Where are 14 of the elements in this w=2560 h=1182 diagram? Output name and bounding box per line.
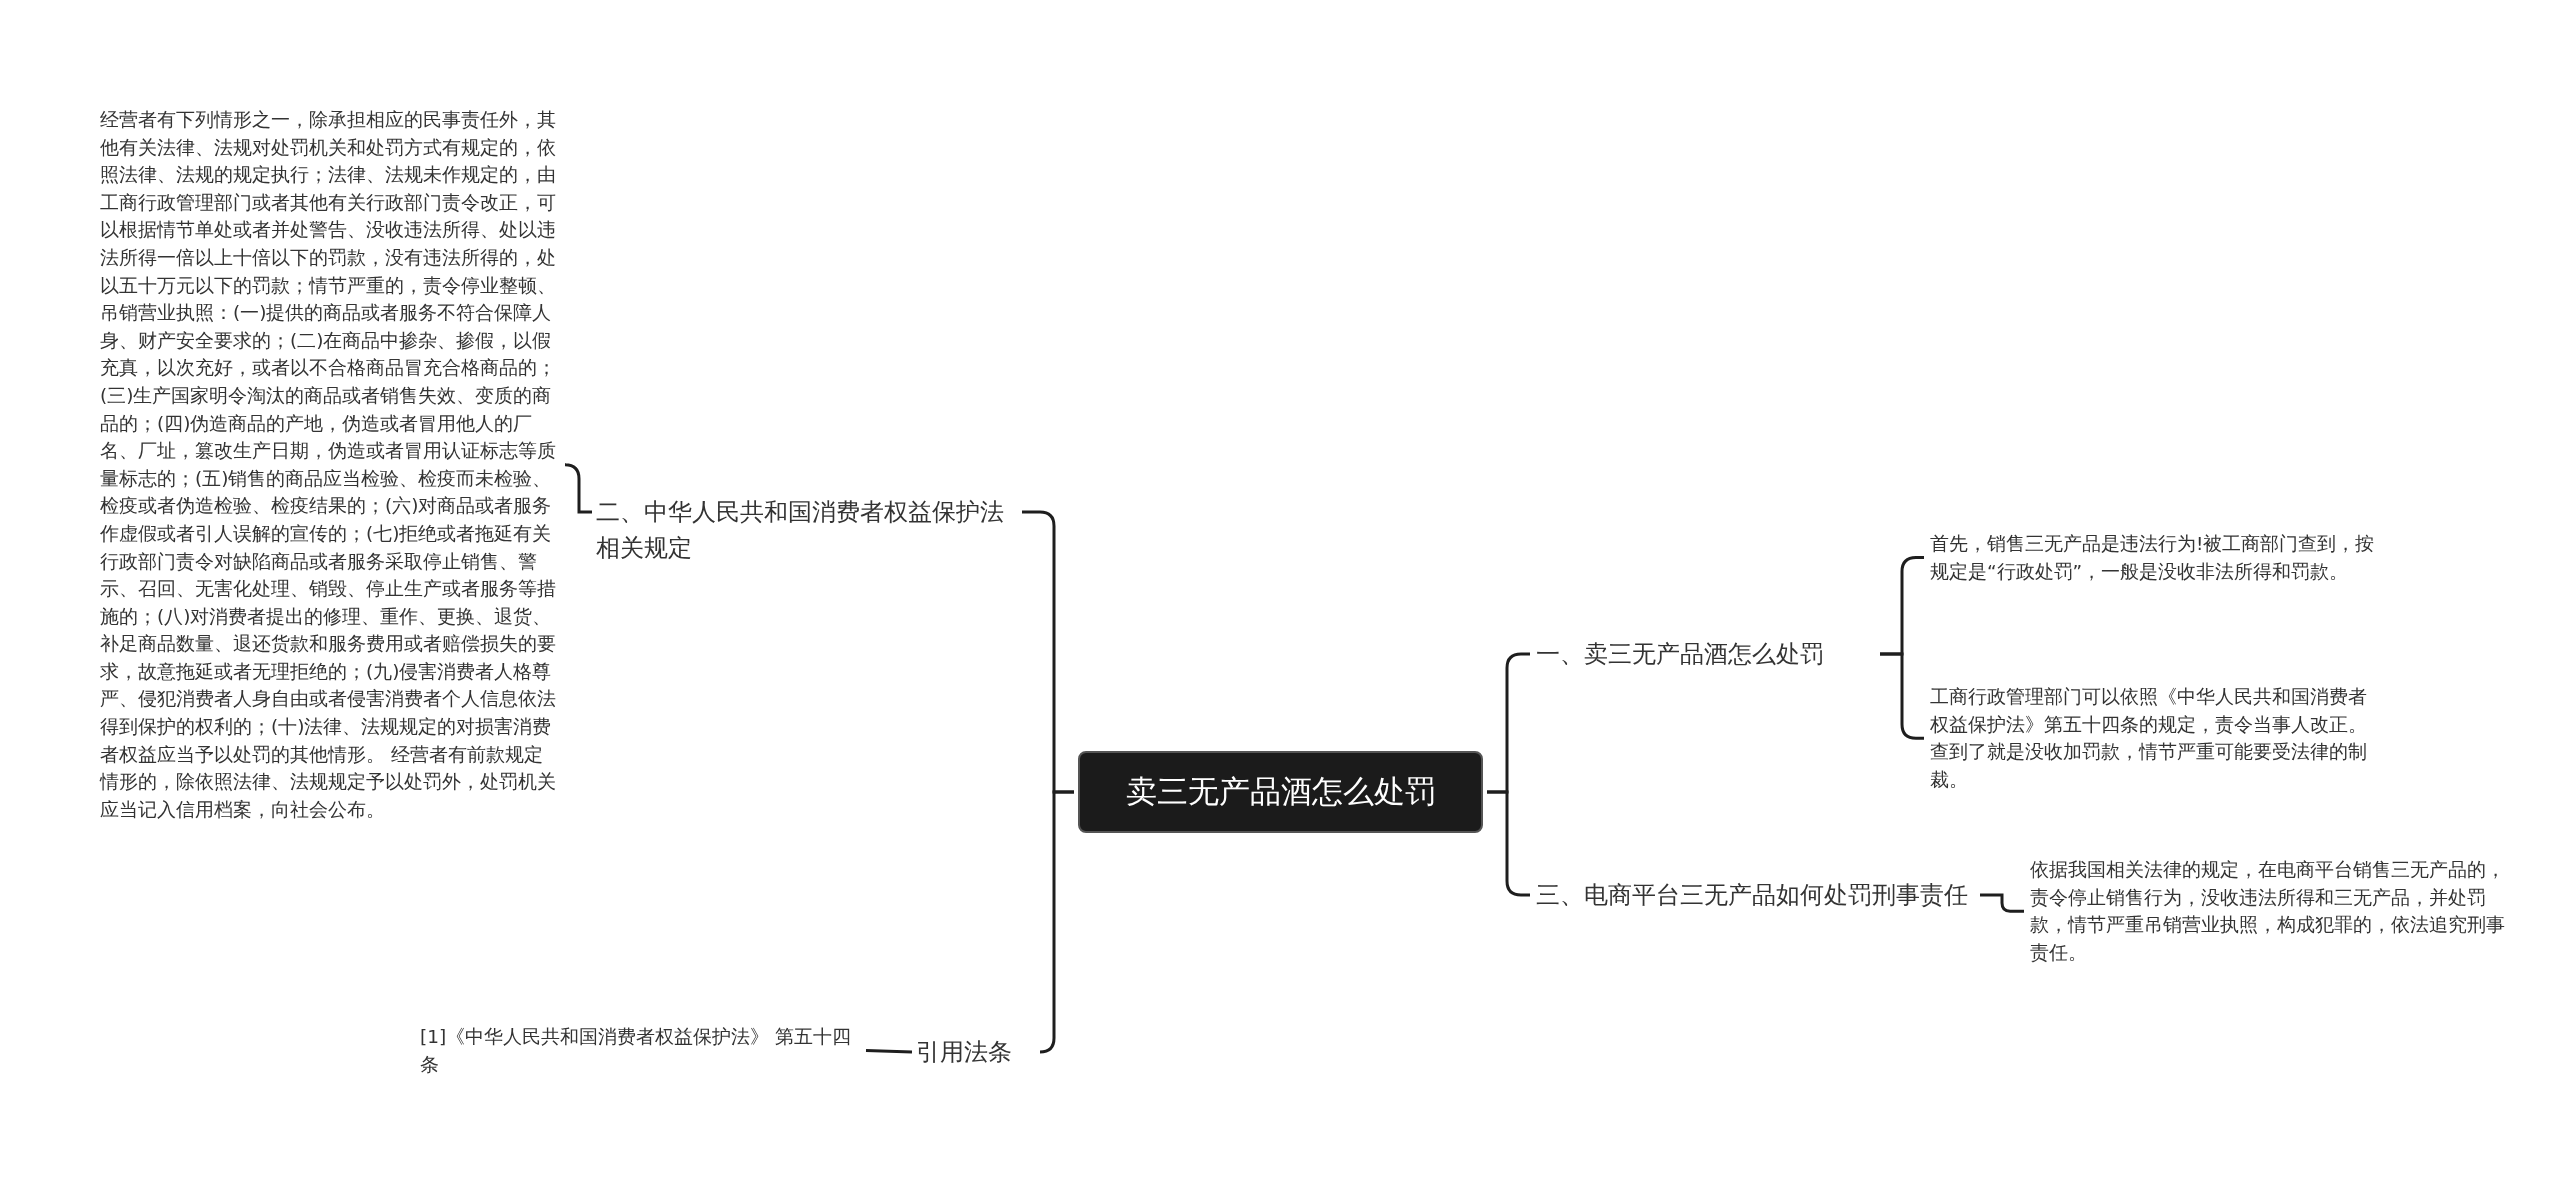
branch-topic: 一、卖三无产品酒怎么处罚 xyxy=(1536,636,1876,672)
root-topic-box: 卖三无产品酒怎么处罚 xyxy=(1078,751,1483,833)
connector-line xyxy=(563,463,592,514)
branch-topic: 二、中华人民共和国消费者权益保护法相关规定 xyxy=(596,494,1016,566)
leaf-note: 首先，销售三无产品是违法行为!被工商部门查到，按规定是“行政处罚”，一般是没收非法所得和罚款。 xyxy=(1930,530,2375,586)
connector-line xyxy=(1038,790,1074,1054)
leaf-note: 工商行政管理部门可以依照《中华人民共和国消费者权益保护法》第五十四条的规定，责令当事人改正。查到了就是没收加罚款，情节严重可能要受法律的制裁。 xyxy=(1930,683,2375,794)
connector-line xyxy=(865,1049,913,1054)
connector-line xyxy=(1980,893,2024,913)
leaf-note: 经营者有下列情形之一，除承担相应的民事责任外，其他有关法律、法规对处罚机关和处罚方式有规定的，依照法律、法规的规定执行；法律、法规未作规定的，由工商行政管理部门或者其他有关行政部门责令改正，可以根据情节单处或者并处警告、没收违法所得、处以违法所得一倍以上十倍以下的罚款，没有违法所得的，处以五十万元以下的罚款；情节严重的，责令停业整顿、吊销营业执照：(一)提供的商品或者服务不符合保障人身、财产安全要求的；(二)在商品中掺杂、掺假，以假充真，以次充好，或者以不合格商品冒充合格商品的；(三)生产国家明令淘汰的商品或者销售失效、变质的商品的；(四)伪造商品的产地，伪造或者冒用他人的厂名、厂址，篡改生产日期，伪造或者冒用认证标志等质量标志的；(五)销售的商品应当检验、检疫而未检验、检疫或者伪造检验、检疫结果的；(六)对商品或者服务作虚假或者引人误解的宣传的；(七)拒绝或者拖延有关行政部门责令对缺陷商品或者服务采取停止销售、警示、召回、无害化处理、销毁、停止生产或者服务等措施的；(八)对消费者提出的修理、重作、更换、退货、补足商品数量、退还货款和服务费用或者赔偿损失的要求，故意拖延或者无理拒绝的；(九)侵害消费者人格尊严、侵犯消费者人身自由或者侵害消费者个人信息依法得到保护的权利的；(十)法律、法规规定的对损害消费者权益应当予以处罚的其他情形。 经营者有前款规定情形的，除依照法律、法规规定予以处罚外，处罚机关应当记入信用档案，向社会公布。 xyxy=(100,106,560,824)
branch-topic: 三、电商平台三无产品如何处罚刑事责任 xyxy=(1536,877,1976,913)
branch-topic: 引用法条 xyxy=(916,1034,1036,1070)
leaf-note: 依据我国相关法律的规定，在电商平台销售三无产品的，责令停止销售行为，没收违法所得和三无产品，并处罚款，情节严重吊销营业执照，构成犯罪的，依法追究刑事责任。 xyxy=(2030,856,2510,967)
leaf-note: [1]《中华人民共和国消费者权益保护法》 第五十四条 xyxy=(420,1023,860,1079)
